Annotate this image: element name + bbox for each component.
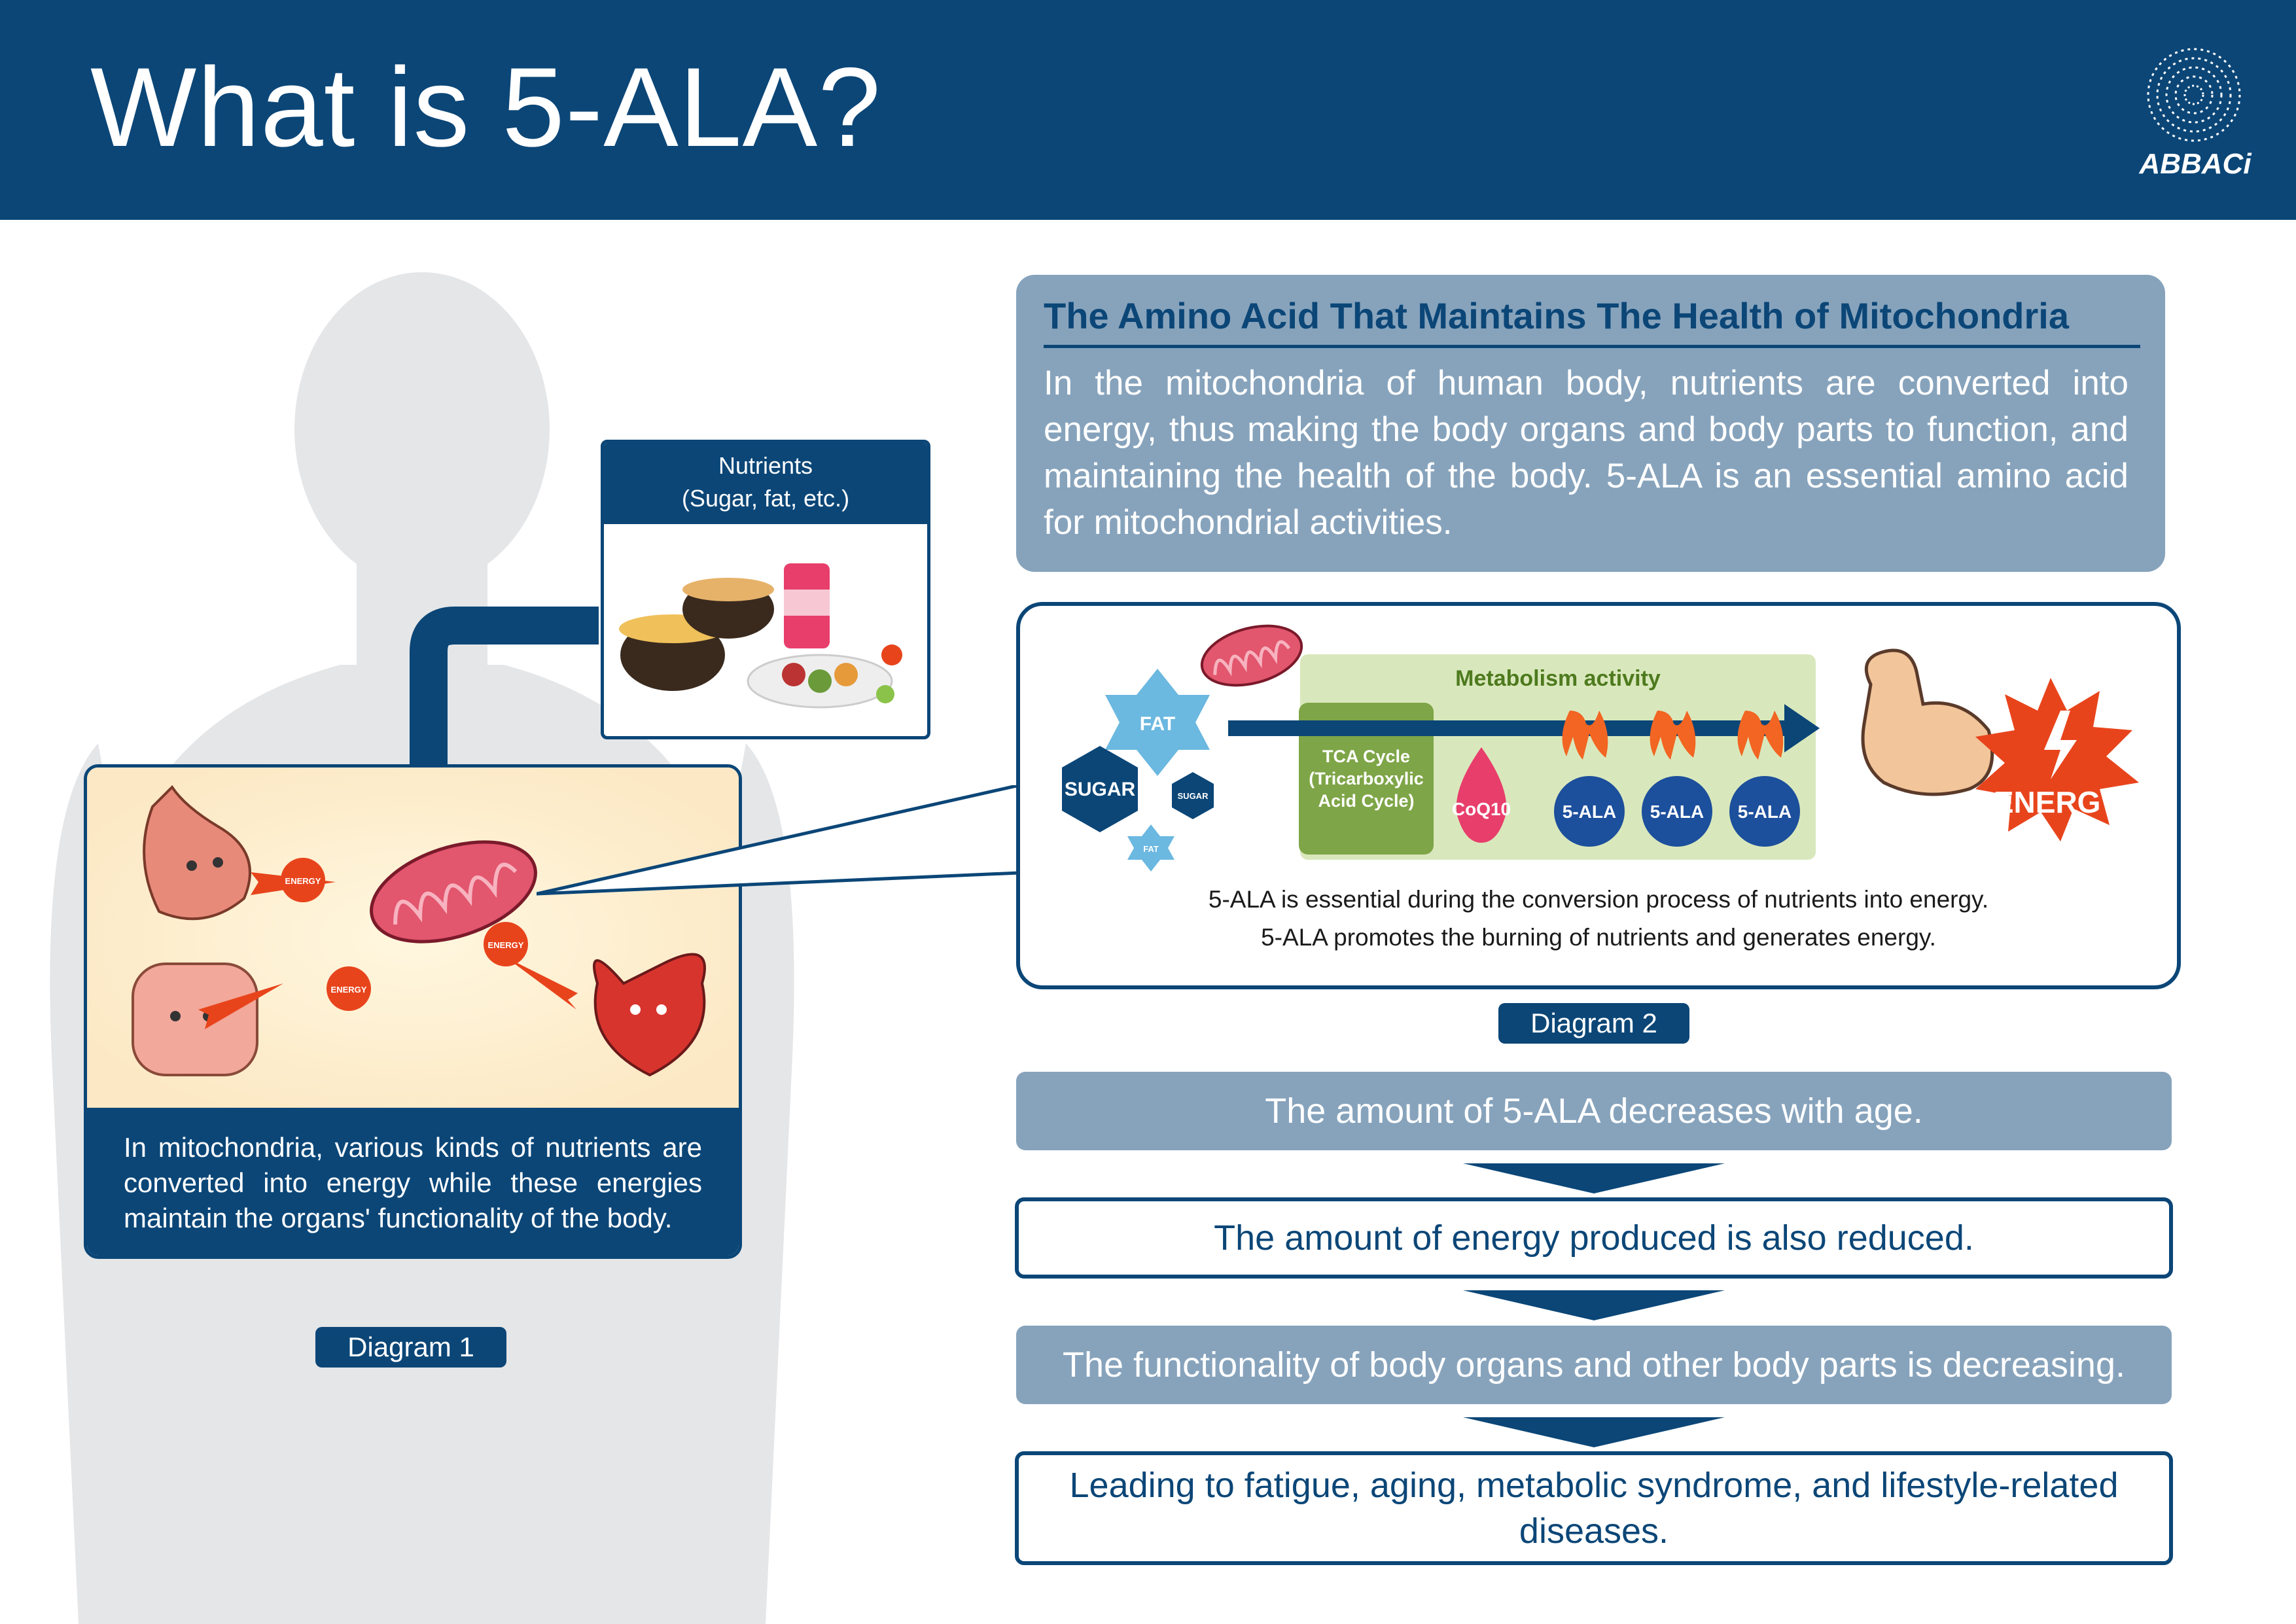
step-age-decrease: The amount of 5-ALA decreases with age. [1016,1072,2172,1150]
sugar-hexagon-icon: SUGAR [1062,746,1138,832]
page-title: What is 5-ALA? [90,44,881,170]
svg-text:CoQ10: CoQ10 [1452,799,1511,819]
svg-text:SUGAR: SUGAR [1178,791,1209,801]
nutrients-header: Nutrients (Sugar, fat, etc.) [604,443,927,524]
nutrients-subtitle: (Sugar, fat, etc.) [681,485,850,512]
mitochondria-small-icon [1200,624,1303,687]
stomach-icon [143,785,251,921]
svg-text:ENERGY: ENERGY [331,985,367,995]
diagram1-card: ENERGY ENERGY ENERGY In mitochondria, va… [84,764,742,1259]
svg-text:FAT: FAT [1143,844,1159,854]
mitochondria-icon [370,840,537,944]
ala-circle-icon [1554,776,1800,847]
organs-illustration: ENERGY ENERGY ENERGY [87,768,739,1108]
step-function-decreasing: The functionality of body organs and oth… [1016,1326,2172,1404]
energy-burst-icon [281,858,528,1011]
intestine-icon [132,962,258,1076]
header-bar [0,0,2296,220]
down-arrow-icon [1463,1417,1725,1447]
diagram1-label: Diagram 1 [315,1327,506,1368]
step-energy-reduced: The amount of energy produced is also re… [1015,1197,2173,1279]
svg-text:5-ALA: 5-ALA [1738,802,1792,822]
abbaci-logo-icon [2147,48,2241,142]
nutrients-card: Nutrients (Sugar, fat, etc.) [601,440,930,739]
flow-arrow [1228,704,1820,752]
energy-burst-large-icon [1975,678,2139,841]
diagram2-caption-2: 5-ALA promotes the burning of nutrients … [1261,924,1936,951]
sugar-small-icon: SUGAR [1172,772,1214,819]
intro-body: In the mitochondria of human body, nutri… [1044,364,2128,542]
down-arrow-icon [1463,1290,1725,1320]
callout-connector [537,785,1021,896]
nutrients-title: Nutrients [718,452,813,479]
diagram2-caption-1: 5-ALA is essential during the conversion… [1208,886,1989,913]
fat-star-icon: FAT [1105,669,1210,776]
diagram2-card: Metabolism activity TCA Cycle (Tricarbox… [1016,602,2181,989]
svg-text:ENERGY: ENERGY [285,876,321,886]
diagram1-caption: In mitochondria, various kinds of nutrie… [87,1108,739,1256]
svg-text:FAT: FAT [1140,713,1175,735]
ala-flame-icon [1562,711,1784,760]
intro-card: The Amino Acid That Maintains The Health… [1016,275,2165,572]
logo-wordmark: ABBACi [2139,148,2252,180]
fat-small-icon: FAT [1127,824,1174,872]
intro-heading: The Amino Acid That Maintains The Health… [1044,294,2140,348]
down-arrow-icon [1463,1163,1725,1193]
svg-text:ENERGY: ENERGY [1994,785,2121,819]
diagram2-art: FAT SUGAR SUGAR FAT CoQ10 [1062,624,2139,872]
metabolism-title: Metabolism activity [1455,666,1661,691]
coq10-drop-icon: CoQ10 [1452,747,1511,843]
flexed-arm-icon [1861,648,1994,796]
diagram2-label: Diagram 2 [1498,1003,1689,1044]
svg-text:ENERGY: ENERGY [488,940,524,950]
food-illustration [619,563,902,709]
heart-icon [593,953,706,1077]
svg-text:5-ALA: 5-ALA [1650,802,1704,822]
svg-text:5-ALA: 5-ALA [1563,802,1616,822]
step-consequences: Leading to fatigue, aging, metabolic syn… [1015,1451,2173,1565]
svg-text:SUGAR: SUGAR [1065,779,1136,800]
